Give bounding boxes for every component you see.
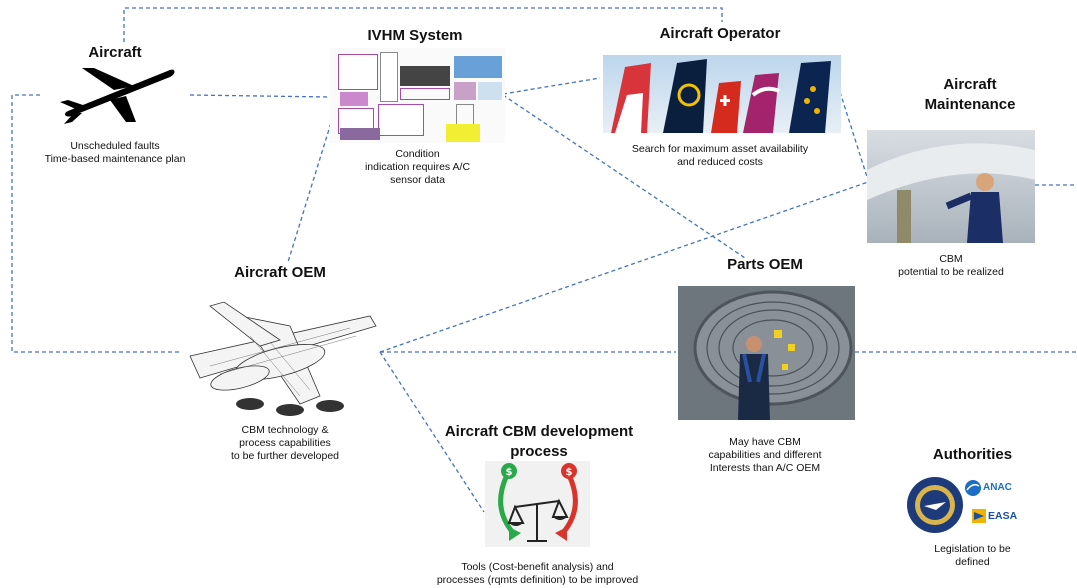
operator-caption-line: Search for maximum asset availability bbox=[631, 143, 809, 155]
aircraft-caption: Unscheduled faults Time-based maintenanc… bbox=[40, 140, 190, 166]
engine-photo bbox=[678, 286, 855, 420]
maintenance-caption: CBM potential to be realized bbox=[880, 253, 1022, 279]
parts-caption-line: May have CBM bbox=[729, 436, 801, 448]
cbm-title-line: process bbox=[510, 443, 568, 460]
oem-caption-line: CBM technology & bbox=[241, 424, 329, 436]
anac-logo-text: ANAC bbox=[983, 482, 1012, 493]
authorities-caption: Legislation to be defined bbox=[915, 543, 1030, 569]
ivhm-caption-line: sensor data bbox=[390, 174, 445, 186]
maintenance-title-line: Aircraft bbox=[943, 76, 997, 93]
aircraft-caption-line: Unscheduled faults bbox=[70, 140, 160, 152]
maintenance-caption-line: potential to be realized bbox=[898, 266, 1004, 278]
aircraft-caption-line: Time-based maintenance plan bbox=[44, 153, 186, 165]
faa-seal-logo bbox=[907, 477, 963, 533]
parts-caption-line: Interests than A/C OEM bbox=[709, 462, 821, 474]
maintenance-title: Aircraft Maintenance bbox=[905, 75, 1035, 115]
ivhm-caption: Condition indication requires A/C sensor… bbox=[340, 148, 495, 187]
ivhm-title: IVHM System bbox=[367, 27, 463, 44]
maintenance-photo bbox=[867, 130, 1035, 243]
link-top-bracket bbox=[123, 7, 723, 42]
cbm-title: Aircraft CBM development process bbox=[425, 422, 653, 462]
anac-globe-icon bbox=[965, 480, 981, 496]
parts-caption: May have CBM capabilities and different … bbox=[690, 436, 840, 475]
maintenance-caption-line: CBM bbox=[939, 253, 963, 265]
easa-logo-text: EASA bbox=[988, 510, 1018, 522]
link-left-loop bbox=[11, 94, 180, 353]
link-oem-cbm bbox=[379, 351, 485, 513]
aircraft-title: Aircraft bbox=[88, 44, 142, 61]
airplane-icon bbox=[60, 68, 175, 124]
oem-caption: CBM technology & process capabilities to… bbox=[210, 424, 360, 463]
oem-caption-line: to be further developed bbox=[231, 450, 339, 462]
ivhm-caption-line: indication requires A/C bbox=[364, 161, 471, 173]
cbm-title-line: Aircraft CBM development bbox=[444, 423, 634, 440]
svg-text:$: $ bbox=[506, 467, 513, 478]
anac-logo: ANAC bbox=[964, 478, 1024, 498]
airline-tails-photo bbox=[603, 55, 841, 133]
cbm-caption-line: Tools (Cost-benefit analysis) and bbox=[461, 561, 614, 573]
cbm-caption-line: processes (rqmts definition) to be impro… bbox=[436, 574, 639, 586]
link-operator-maintenance bbox=[839, 91, 869, 181]
link-aircraft-ivhm bbox=[189, 94, 331, 98]
easa-flag-icon bbox=[972, 509, 986, 523]
parts-caption-line: capabilities and different bbox=[708, 449, 822, 461]
operator-caption-line: and reduced costs bbox=[677, 156, 763, 168]
ivhm-caption-line: Condition bbox=[395, 148, 440, 160]
link-ivhm-oem bbox=[287, 109, 336, 263]
cbm-caption: Tools (Cost-benefit analysis) and proces… bbox=[415, 561, 660, 587]
ivhm-diagram-image bbox=[330, 48, 505, 143]
authorities-caption-line: Legislation to be bbox=[934, 543, 1011, 555]
oem-caption-line: process capabilities bbox=[239, 437, 331, 449]
oem-title: Aircraft OEM bbox=[234, 264, 326, 281]
easa-logo: EASA bbox=[972, 507, 1024, 525]
authorities-caption-line: defined bbox=[955, 556, 990, 568]
maintenance-title-line: Maintenance bbox=[924, 96, 1016, 113]
parts-title: Parts OEM bbox=[727, 256, 803, 273]
operator-title: Aircraft Operator bbox=[659, 25, 781, 42]
link-ivhm-operator bbox=[502, 77, 601, 95]
authorities-title: Authorities bbox=[932, 446, 1013, 463]
aircraft-cutaway-drawing bbox=[180, 286, 380, 418]
svg-text:$: $ bbox=[566, 467, 573, 478]
cost-benefit-scale-icon: $ $ bbox=[485, 461, 590, 547]
link-oem-maintenance bbox=[379, 181, 869, 353]
operator-caption: Search for maximum asset availability an… bbox=[600, 143, 840, 169]
